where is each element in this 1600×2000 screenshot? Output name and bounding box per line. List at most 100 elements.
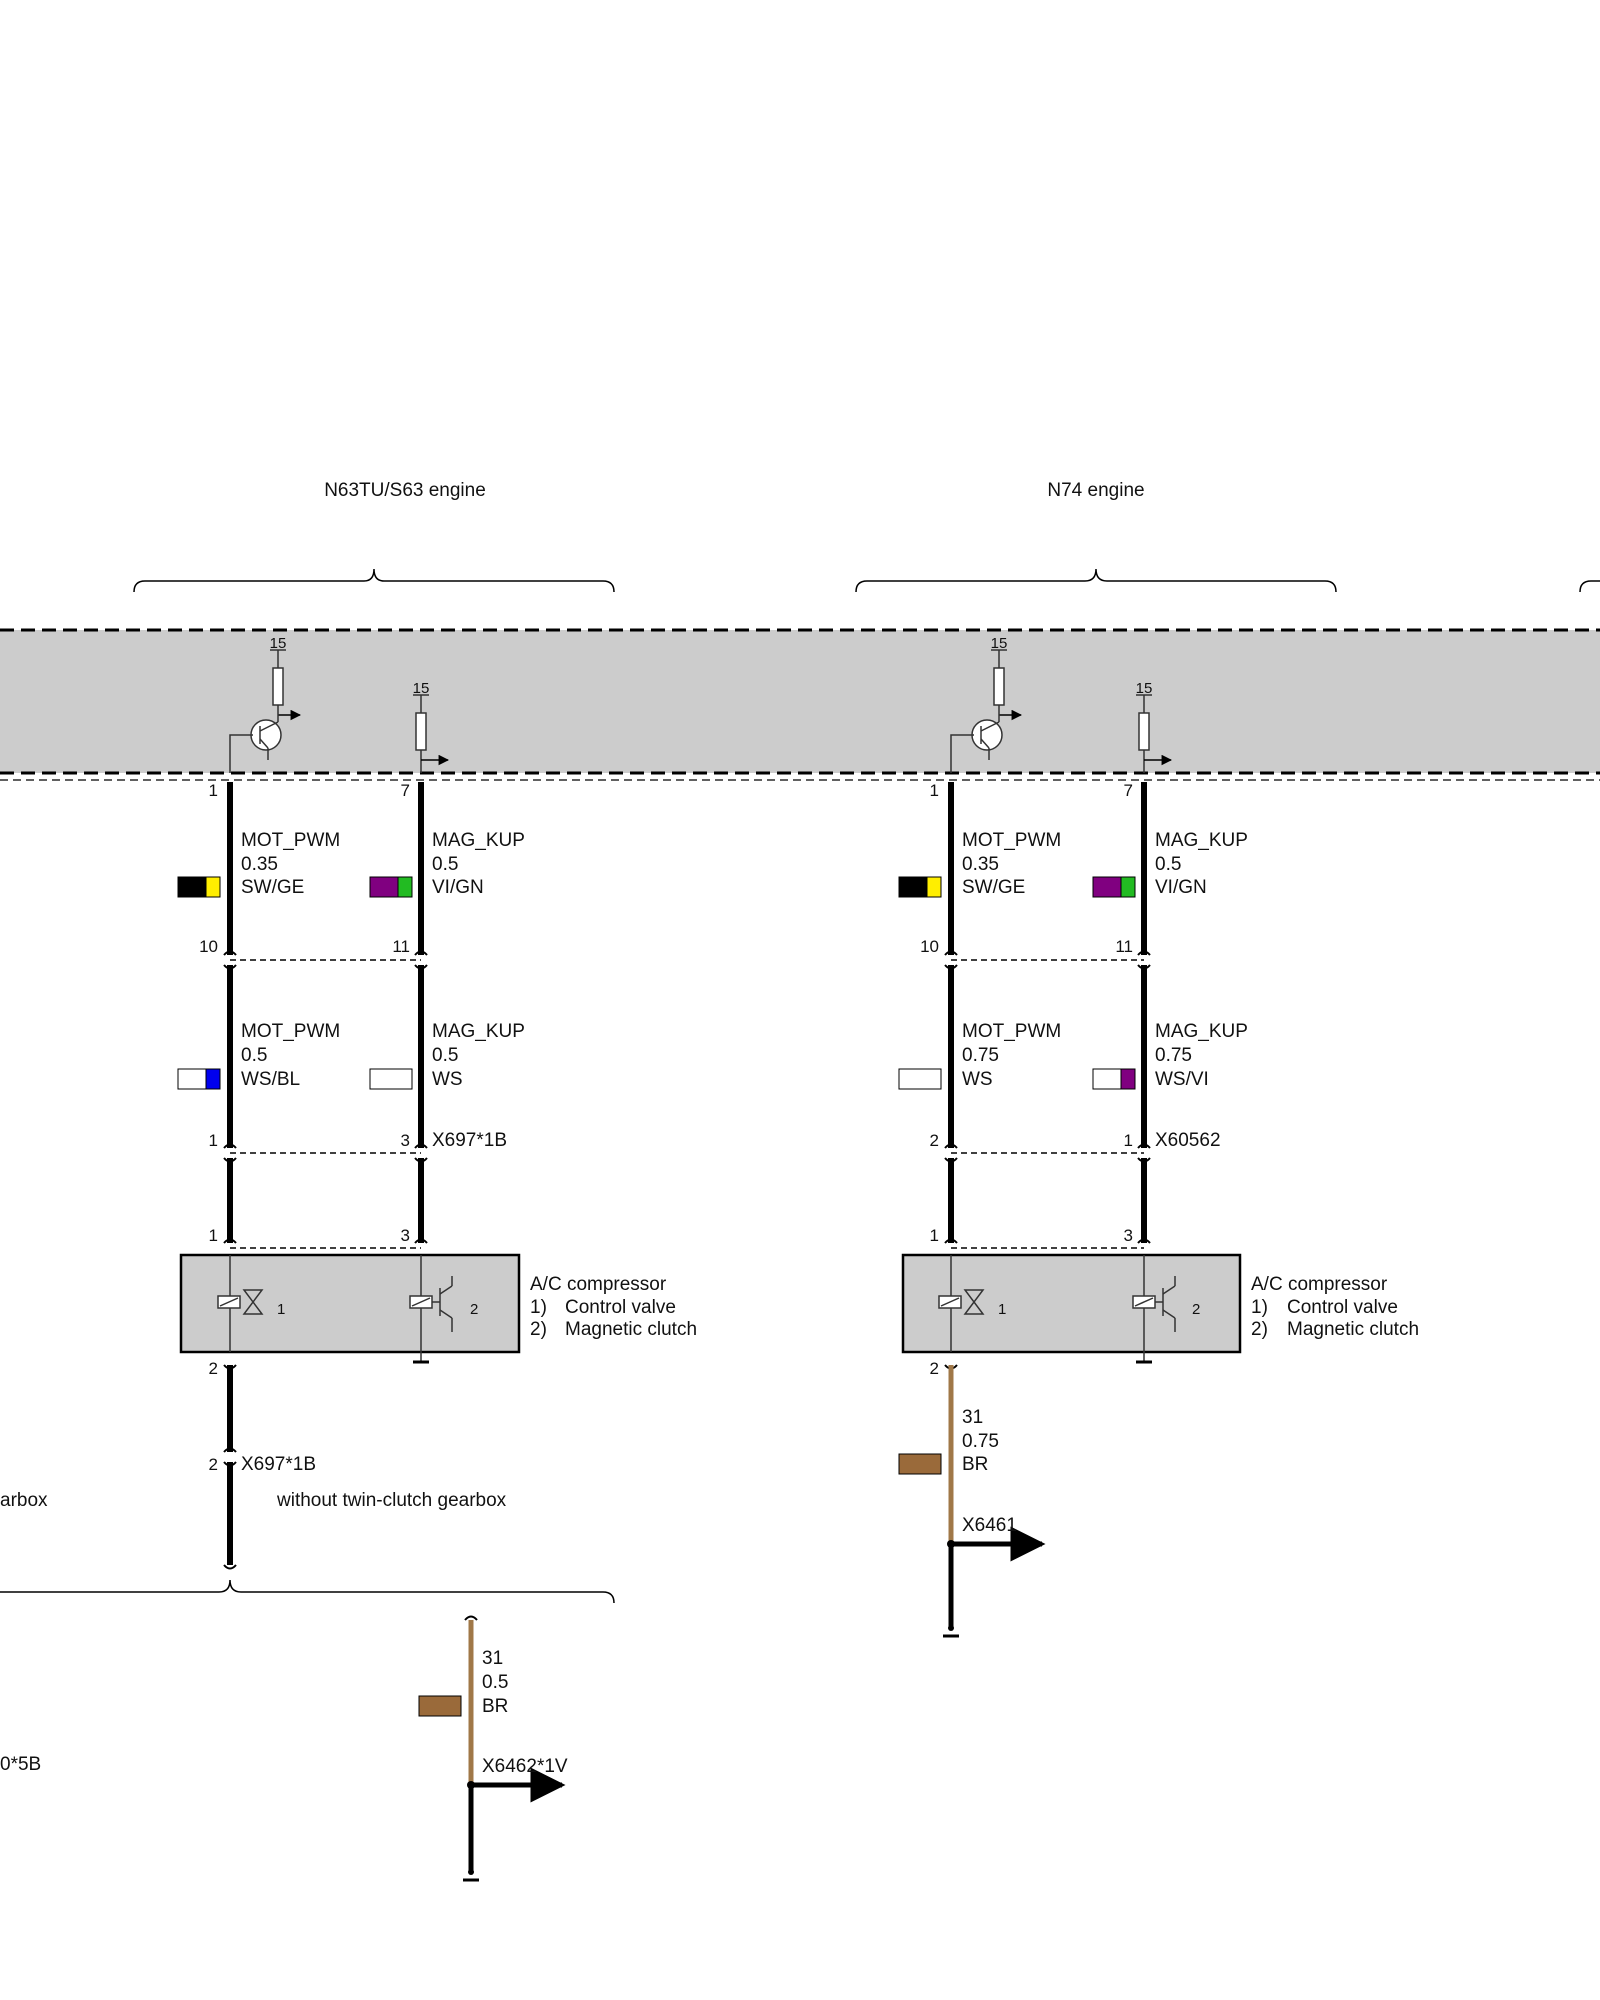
right-wire-b-top-signal: MAG_KUP — [1155, 830, 1248, 851]
right-clutch-number: 2 — [1192, 1301, 1200, 1318]
right-wire-b-top-size: 0.5 — [1155, 854, 1181, 875]
right-ground-size: 0.75 — [962, 1431, 999, 1452]
left-plug-marks — [223, 950, 428, 1570]
left-pin-conn-b: 3 — [401, 1131, 410, 1150]
right-valve-number: 1 — [998, 1301, 1006, 1318]
left-wire-a-top-signal: MOT_PWM — [241, 830, 340, 851]
left-wires — [227, 782, 424, 1565]
right-swatch-ws — [898, 1068, 942, 1090]
right-compressor-n1: 1) — [1251, 1297, 1268, 1318]
left-swatch-sw-ge — [177, 876, 221, 898]
left-wire-b-mid-size: 0.5 — [432, 1045, 458, 1066]
right-supply-15a: 15 — [991, 635, 1008, 652]
left-ac-compressor — [179, 1253, 521, 1354]
left-pin-7-top: 7 — [401, 781, 410, 800]
right-compressor-title: A/C compressor — [1251, 1274, 1388, 1295]
right-swatch-ws-vi — [1092, 1068, 1136, 1090]
left-swatch-vi-gn — [369, 876, 413, 898]
left-wire-b-mid-color: WS — [432, 1069, 463, 1090]
right-swatch-sw-ge — [898, 876, 942, 898]
left-pin-11: 11 — [392, 937, 410, 956]
partial-brace — [1579, 580, 1600, 593]
left-connector-seams — [230, 959, 421, 1249]
right-pin-11: 11 — [1115, 937, 1133, 956]
left-ground-color: BR — [482, 1696, 508, 1717]
left-engine-brace — [133, 568, 615, 593]
left-ground-point: X6462*1V — [482, 1756, 568, 1777]
right-pin-10: 10 — [920, 937, 939, 956]
right-engine-heading: N74 engine — [1047, 480, 1144, 501]
right-supply-resistor — [1136, 694, 1173, 773]
left-pin-1-top: 1 — [209, 781, 218, 800]
right-wire-b-mid-color: WS/VI — [1155, 1069, 1209, 1090]
right-wire-a-mid-color: WS — [962, 1069, 993, 1090]
left-engine-heading: N63TU/S63 engine — [324, 480, 486, 501]
right-control-valve-icon — [938, 1255, 985, 1352]
right-swatch-br — [898, 1453, 942, 1475]
right-wire-b-mid-signal: MAG_KUP — [1155, 1021, 1248, 1042]
left-wire-b-mid-signal: MAG_KUP — [432, 1021, 525, 1042]
left-wire-a-mid-size: 0.5 — [241, 1045, 267, 1066]
left-pin-comp-a: 1 — [209, 1226, 218, 1245]
right-magnetic-clutch-icon — [1132, 1255, 1176, 1364]
right-pin-bottom: 2 — [930, 1359, 939, 1378]
right-wire-a-top-size: 0.35 — [962, 854, 999, 875]
left-wire-a-top-size: 0.35 — [241, 854, 278, 875]
left-supply-15a: 15 — [270, 635, 287, 652]
right-supply-transistor — [950, 649, 1023, 773]
right-supply-15b: 15 — [1136, 680, 1153, 697]
right-ground-signal: 31 — [962, 1407, 983, 1428]
right-compressor-n2: 2) — [1251, 1319, 1268, 1340]
right-engine-brace — [855, 568, 1337, 593]
left-valve-number: 1 — [277, 1301, 285, 1318]
right-plug-marks — [944, 950, 1151, 1370]
left-compressor-title: A/C compressor — [530, 1274, 667, 1295]
right-pin-comp-a: 1 — [930, 1226, 939, 1245]
left-ground-size: 0.5 — [482, 1672, 508, 1693]
left-wire-a-mid-signal: MOT_PWM — [241, 1021, 340, 1042]
left-wire-b-top-signal: MAG_KUP — [432, 830, 525, 851]
right-wires — [948, 782, 1147, 1243]
left-compressor-n1: 1) — [530, 1297, 547, 1318]
left-supply-resistor — [413, 694, 450, 773]
right-compressor-item1: Control valve — [1287, 1297, 1398, 1318]
left-wire-a-top-color: SW/GE — [241, 877, 304, 898]
control-module — [0, 630, 1600, 773]
left-ground-signal: 31 — [482, 1648, 503, 1669]
right-wire-a-top-signal: MOT_PWM — [962, 830, 1061, 851]
right-ground-point: X6461 — [962, 1515, 1017, 1536]
right-compressor-item2: Magnetic clutch — [1287, 1319, 1419, 1340]
left-swatch-br — [418, 1695, 462, 1717]
right-wire-a-top-color: SW/GE — [962, 877, 1025, 898]
left-wire-b-top-size: 0.5 — [432, 854, 458, 875]
left-compressor-n2: 2) — [530, 1319, 547, 1340]
right-pin-7-top: 7 — [1124, 781, 1133, 800]
left-supply-15b: 15 — [413, 680, 430, 697]
right-swatch-vi-gn — [1092, 876, 1136, 898]
left-partial-connector: 0*5B — [0, 1754, 41, 1775]
left-swatch-ws — [369, 1068, 413, 1090]
left-pin-conn-a: 1 — [209, 1131, 218, 1150]
right-connector-label: X60562 — [1155, 1130, 1221, 1151]
left-connector-label: X697*1B — [432, 1130, 507, 1151]
right-pin-conn-b: 1 — [1124, 1131, 1133, 1150]
right-wire-a-mid-signal: MOT_PWM — [962, 1021, 1061, 1042]
right-wire-a-mid-size: 0.75 — [962, 1045, 999, 1066]
left-control-valve-icon — [217, 1255, 264, 1352]
right-pin-1-top: 1 — [930, 781, 939, 800]
right-pin-comp-b: 3 — [1124, 1226, 1133, 1245]
left-connector-bottom-label: X697*1B — [241, 1454, 316, 1475]
right-connector-seams — [951, 959, 1144, 1249]
left-pin-comp-b: 3 — [401, 1226, 410, 1245]
left-gearbox-brace — [0, 1579, 615, 1604]
left-pin-bottom: 2 — [209, 1359, 218, 1378]
left-without-twin-clutch: without twin-clutch gearbox — [276, 1490, 507, 1511]
left-supply-transistor — [229, 649, 302, 773]
left-swatch-ws-bl — [177, 1068, 221, 1090]
right-wire-b-mid-size: 0.75 — [1155, 1045, 1192, 1066]
right-pin-conn-a: 2 — [930, 1131, 939, 1150]
left-partial-gearbox: arbox — [0, 1490, 48, 1511]
right-ground-color: BR — [962, 1454, 988, 1475]
left-pin-10: 10 — [199, 937, 218, 956]
